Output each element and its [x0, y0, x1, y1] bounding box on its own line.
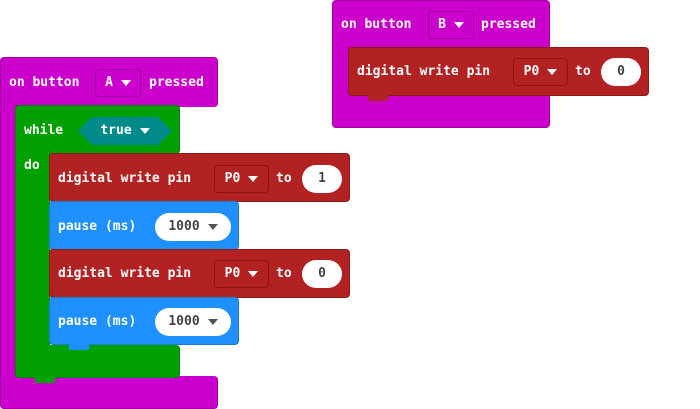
event-label-prefix: on button: [341, 17, 412, 32]
do-label: do: [24, 158, 40, 173]
digital-write-label: digital write pin: [58, 266, 192, 281]
digital-write-pin-block[interactable]: digital write pin P0 to 0: [49, 249, 350, 298]
pause-label: pause (ms): [58, 314, 137, 329]
chevron-down-icon: [207, 319, 218, 325]
while-loop-arm: do: [15, 150, 50, 350]
to-label: to: [276, 266, 292, 281]
value-input[interactable]: 0: [302, 260, 342, 288]
value-input[interactable]: 1: [302, 165, 342, 193]
pause-value: 1000: [168, 314, 200, 329]
button-dropdown[interactable]: B: [428, 11, 474, 39]
pin-dropdown[interactable]: P0: [214, 260, 269, 288]
event-label-suffix: pressed: [149, 75, 204, 90]
pause-value: 1000: [168, 219, 200, 234]
chevron-down-icon: [453, 22, 464, 28]
pin-dropdown[interactable]: P0: [513, 58, 568, 86]
block-notch: [69, 344, 89, 350]
digital-write-pin-block[interactable]: digital write pin P0 to 1: [49, 153, 350, 202]
chevron-down-icon: [248, 176, 259, 182]
block-notch: [368, 95, 388, 101]
pause-block[interactable]: pause (ms) 1000: [49, 201, 239, 250]
event-label-prefix: on button: [9, 75, 80, 90]
pin-value: P0: [523, 64, 540, 79]
button-dropdown[interactable]: A: [95, 69, 141, 97]
while-loop-footer: [15, 345, 180, 378]
event-block-footer: [0, 376, 218, 409]
chevron-down-icon: [207, 224, 218, 230]
chevron-down-icon: [248, 271, 259, 277]
event-label-suffix: pressed: [481, 17, 536, 32]
to-label: to: [575, 64, 591, 79]
pin-value: P0: [224, 171, 241, 186]
button-value: A: [105, 75, 113, 90]
digital-write-pin-block[interactable]: digital write pin P0 to 0: [348, 47, 649, 96]
pin-dropdown[interactable]: P0: [214, 165, 269, 193]
while-loop-block[interactable]: while true: [15, 105, 180, 154]
on-button-a-event-block[interactable]: on button A pressed: [0, 57, 218, 107]
while-label: while: [24, 123, 64, 138]
digital-write-label: digital write pin: [357, 64, 491, 79]
block-notch: [35, 377, 55, 383]
pause-label: pause (ms): [58, 219, 137, 234]
chevron-down-icon: [140, 128, 150, 134]
pause-duration-input[interactable]: 1000: [155, 308, 231, 336]
to-label: to: [276, 171, 292, 186]
chevron-down-icon: [120, 80, 131, 86]
value-input[interactable]: 0: [601, 58, 641, 86]
pause-block[interactable]: pause (ms) 1000: [49, 297, 239, 345]
button-value: B: [438, 17, 446, 32]
condition-input[interactable]: true: [78, 117, 172, 145]
digital-write-label: digital write pin: [58, 171, 192, 186]
pin-value: P0: [224, 266, 241, 281]
pause-duration-input[interactable]: 1000: [155, 213, 231, 241]
chevron-down-icon: [547, 69, 558, 75]
condition-value: true: [100, 123, 132, 138]
